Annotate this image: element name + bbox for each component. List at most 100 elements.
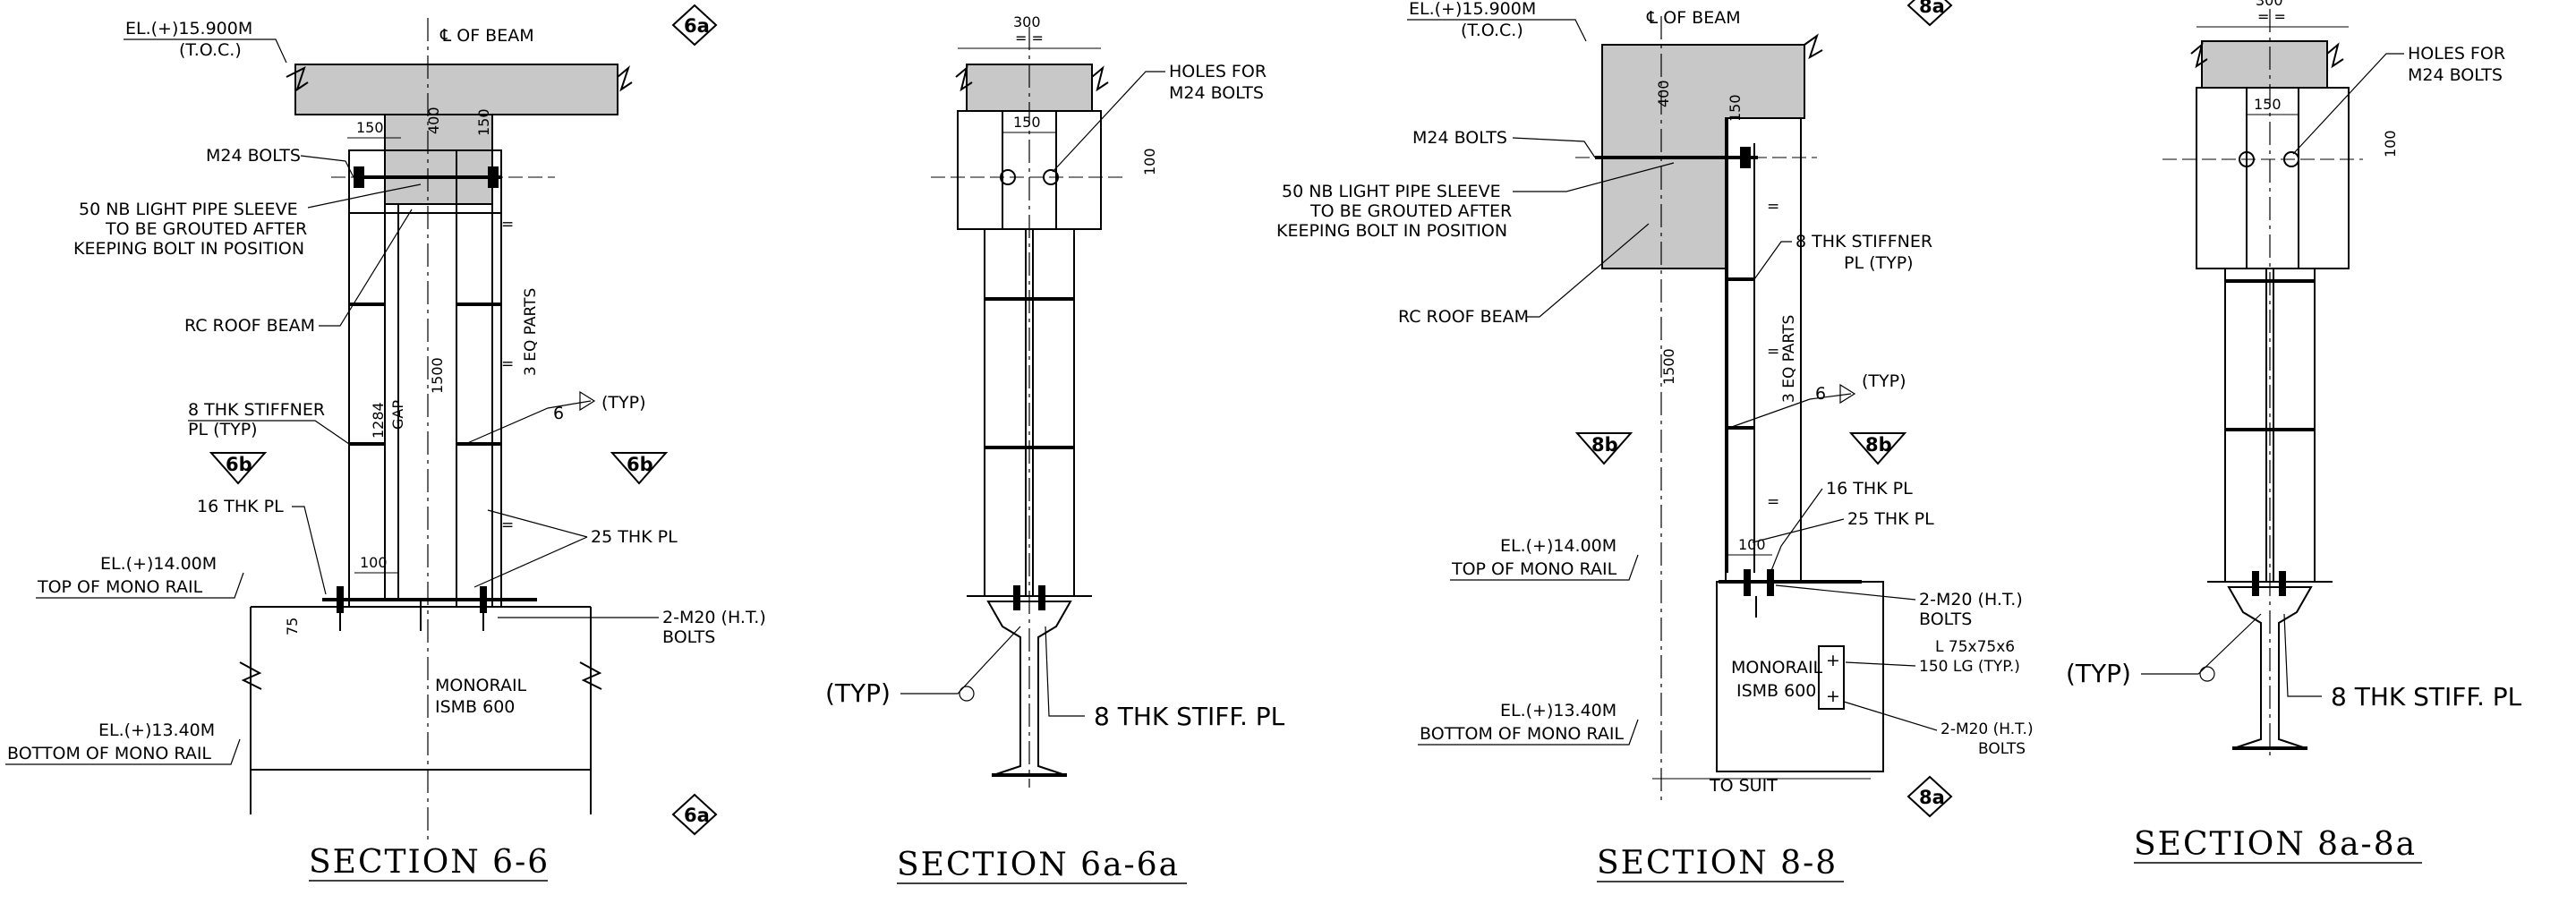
tag-8b-right: 8b <box>1848 432 1907 465</box>
eq-mark-2: = <box>501 355 514 373</box>
tag-6a-bottom: 6a <box>671 793 718 836</box>
sleeve-leader <box>307 183 422 209</box>
weld-leader-8 <box>1728 393 1852 429</box>
el-bot-label: EL.(+)13.40M <box>98 720 215 740</box>
weld-typ-label-8: (TYP) <box>1862 371 1906 391</box>
bolt-1-8a <box>2252 571 2259 596</box>
svg-text:6b: 6b <box>226 454 252 475</box>
holes-label-1-6a: HOLES FOR <box>1169 62 1267 81</box>
section-8-8: ℄ OF BEAM EL.(+)15.900M (T.O.C.) + + TO … <box>1276 0 2034 882</box>
top-rail-leader-8 <box>1450 554 1639 581</box>
bolt-2-8a <box>2279 571 2286 596</box>
m20-bolt-2 <box>480 586 487 613</box>
hole-right-6a <box>1043 169 1059 185</box>
toc-label: (T.O.C.) <box>179 40 242 60</box>
weld-symbol-8 <box>1839 383 1856 405</box>
dim-400: 400 <box>425 107 442 134</box>
bot-rail-label-8: BOTTOM OF MONO RAIL <box>1420 724 1624 744</box>
eq-mark-3-8: = <box>1767 493 1779 511</box>
eq-mark-3: = <box>501 516 514 534</box>
weld-all-round-8a <box>2199 666 2215 682</box>
section-6a-6a: 300 = = 150 100 HOLES FOR M24 BOLTS (TYP… <box>825 13 1285 884</box>
rc-beam-label-8: RC ROOF BEAM <box>1398 307 1529 327</box>
section-6-6-title: SECTION 6-6 <box>309 844 550 881</box>
top-rail-label-8: TOP OF MONO RAIL <box>1451 559 1617 579</box>
rail-break-lines <box>239 661 602 690</box>
tag-6a-top: 6a <box>671 4 718 47</box>
ismb-label: ISMB 600 <box>435 697 515 717</box>
dim-400-8: 400 <box>1655 80 1672 107</box>
tag-8a-bottom: 8a <box>1906 775 1953 818</box>
dim-1284: 1284 <box>370 402 387 439</box>
bolt-2-6a <box>1038 585 1045 610</box>
stiffener-label-1-8: 8 THK STIFFNER <box>1796 232 1932 251</box>
tag-8a-top: 8a <box>1906 0 1953 27</box>
dim-150-6a: 150 <box>1013 114 1041 131</box>
pl25-label-8: 25 THK PL <box>1847 509 1934 529</box>
m24-leader <box>300 155 354 178</box>
dim-100-8: 100 <box>1738 536 1766 553</box>
dim-100-8a: 100 <box>2382 130 2399 158</box>
section-6-6: ℄ OF BEAM EL.(+)15.900M (T.O.C.) <box>5 4 766 882</box>
rail-web-zone-8 <box>1716 581 1884 772</box>
hole-left-6a <box>1000 169 1016 185</box>
bot-rail-leader <box>5 738 241 765</box>
el-rail-label: EL.(+)14.00M <box>100 554 217 574</box>
stiff-label-6a: 8 THK STIFF. PL <box>1094 702 1285 731</box>
rc-beam-slab <box>294 64 618 115</box>
cl-beam-label-8: ℄ OF BEAM <box>1646 8 1741 28</box>
stiffener-label-1: 8 THK STIFFNER <box>188 400 325 420</box>
tag-6b-right: 6b <box>610 452 669 485</box>
svg-text:8b: 8b <box>1865 434 1892 456</box>
dim-75: 75 <box>284 618 301 635</box>
pl16-leader-8 <box>1770 488 1823 574</box>
m20-leader-8 <box>1775 584 1916 601</box>
svg-text:6b: 6b <box>627 454 653 475</box>
el-top-leader-8 <box>1407 19 1587 42</box>
m20-bolts-label: BOLTS <box>662 627 715 647</box>
rc-beam-stem <box>384 114 493 205</box>
dim-150-vertical: 150 <box>475 108 492 136</box>
m20-b-leader <box>1843 701 1938 731</box>
top-rail-label: TOP OF MONO RAIL <box>37 577 203 597</box>
pl25-leader-2 <box>473 536 588 588</box>
dim-150-8a: 150 <box>2254 96 2282 113</box>
toc-label-8: (T.O.C.) <box>1461 21 1523 40</box>
dim-gap: GAP <box>389 400 406 430</box>
plus-2-8: + <box>1826 686 1840 706</box>
monorail-label-8: MONORAIL <box>1731 658 1823 678</box>
bolt-2-8 <box>1767 569 1774 596</box>
stiffener-label-2-8: PL (TYP) <box>1844 253 1914 273</box>
el-bot-label-8: EL.(+)13.40M <box>1500 701 1616 720</box>
m20-label: 2-M20 (H.T.) <box>662 608 766 627</box>
sleeve-label-1: 50 NB LIGHT PIPE SLEEVE <box>79 200 298 219</box>
angle-label-2: 150 LG (TYP.) <box>1919 658 2020 676</box>
angle-cleat-8 <box>1818 645 1845 710</box>
svg-text:6a: 6a <box>684 805 710 826</box>
pl16-label-8: 16 THK PL <box>1826 479 1913 499</box>
typ-label-6a: (TYP) <box>825 678 891 708</box>
hole-left-8a <box>2239 151 2255 167</box>
el-top-label: EL.(+)15.900M <box>125 19 252 38</box>
bolt-zone-box <box>348 149 502 214</box>
holes-label-2-8a: M24 BOLTS <box>2408 65 2503 85</box>
tag-6b-left: 6b <box>209 452 268 485</box>
tag-8b-left: 8b <box>1574 432 1633 465</box>
hanger-plate-left <box>348 149 493 608</box>
pl16-label: 16 THK PL <box>197 497 284 516</box>
m20-bolts-label-8: BOLTS <box>1919 609 1972 629</box>
stiff-leader-8a <box>2283 613 2322 697</box>
weld-typ-label: (TYP) <box>601 393 646 413</box>
el-rail-label-8: EL.(+)14.00M <box>1500 536 1616 556</box>
stiff-leader-6a <box>1045 626 1085 717</box>
eq-mark-1-8: = <box>1767 198 1779 216</box>
bot-rail-label: BOTTOM OF MONO RAIL <box>7 744 211 763</box>
m24-leader-8 <box>1512 137 1596 158</box>
weld-size-8: 6 <box>1815 384 1826 404</box>
section-8a-8a: 300 = = 150 100 HOLES FOR M24 BOLTS (TYP… <box>2066 0 2522 864</box>
dim-300-8a: 300 <box>2256 0 2283 9</box>
svg-text:8b: 8b <box>1591 434 1618 456</box>
break-lines-beam <box>286 64 633 92</box>
weld-symbol <box>579 390 596 412</box>
eq-mark-2-8: = <box>1767 343 1779 361</box>
